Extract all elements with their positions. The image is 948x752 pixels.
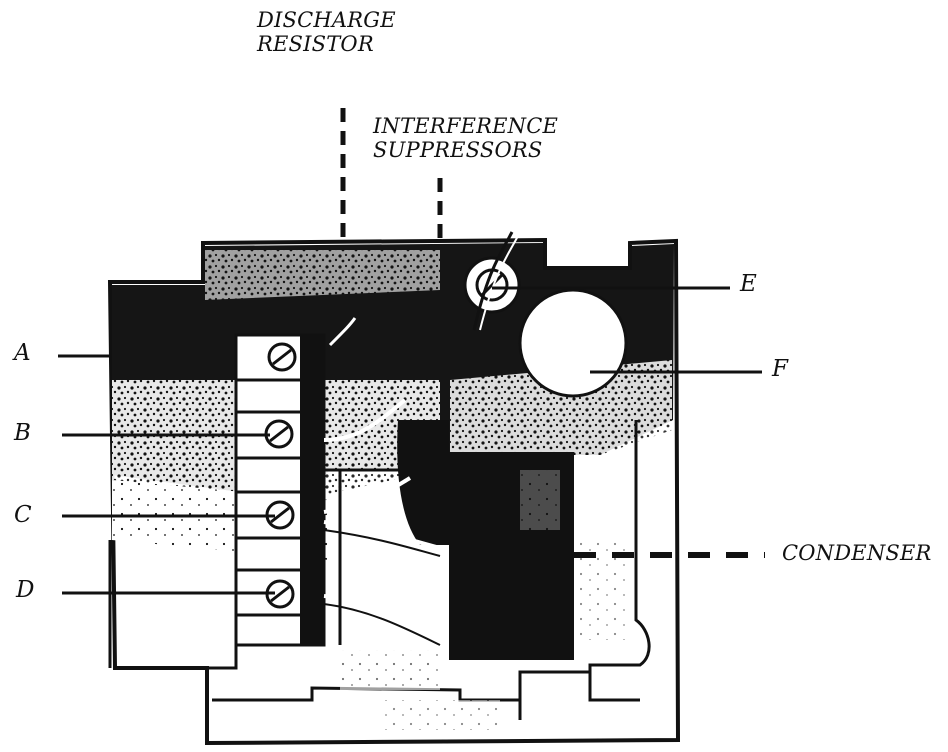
- condenser-block: [397, 420, 574, 660]
- label-e: E: [740, 271, 757, 297]
- label-f: F: [772, 356, 789, 382]
- label-discharge-resistor-line2: RESISTOR: [257, 32, 374, 56]
- component-f-hole: [518, 288, 628, 398]
- label-interference-suppressors-line1: INTERFERENCE: [373, 114, 559, 138]
- terminal-screw-a: [267, 342, 297, 372]
- label-b: B: [14, 420, 32, 446]
- leader-lines: [58, 108, 765, 595]
- label-interference-suppressors-line2: SUPPRESSORS: [373, 138, 543, 162]
- label-condenser: CONDENSER: [782, 541, 932, 565]
- label-discharge-resistor: DISCHARGE RESISTOR: [257, 8, 396, 56]
- component-e-suppressor: [463, 231, 521, 331]
- label-a: A: [14, 340, 31, 366]
- label-c: C: [14, 502, 32, 528]
- label-interference-suppressors: INTERFERENCE SUPPRESSORS: [373, 114, 558, 162]
- terminal-screw-d: [265, 579, 295, 609]
- label-d: D: [16, 577, 35, 603]
- label-discharge-resistor-line1: DISCHARGE: [257, 8, 396, 32]
